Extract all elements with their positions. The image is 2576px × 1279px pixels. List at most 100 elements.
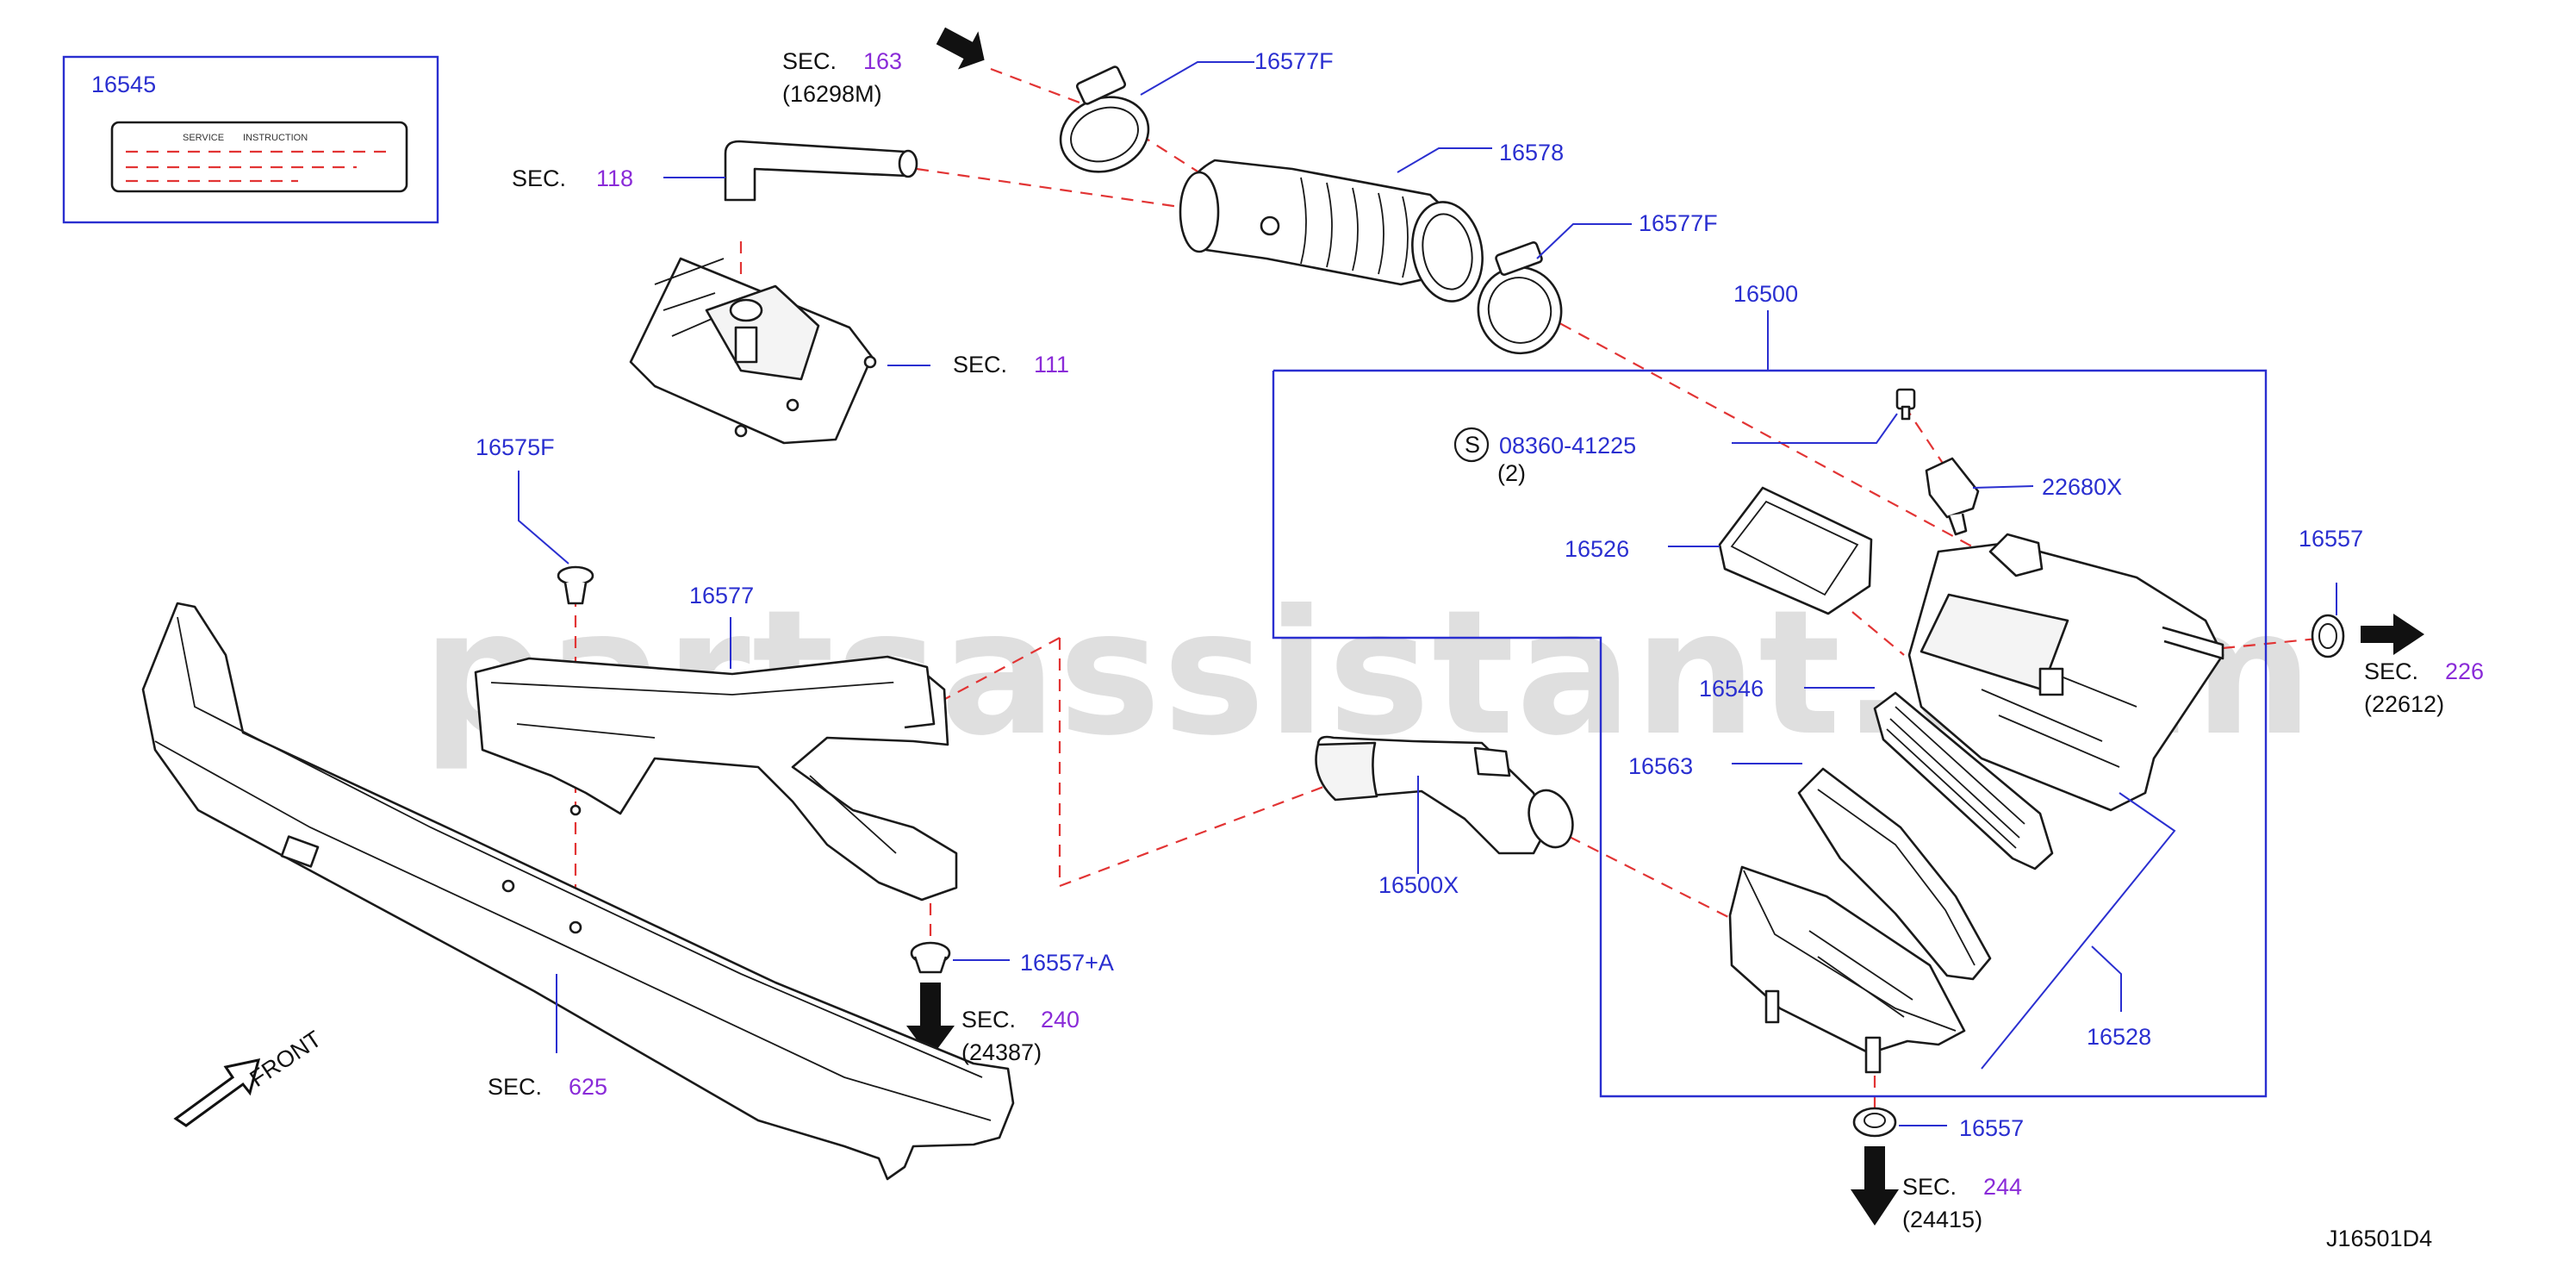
bracket-625[interactable] — [141, 602, 1015, 1181]
sec118-number[interactable]: 118 — [596, 165, 633, 191]
arrow-sec244 — [1851, 1146, 1899, 1226]
filter-pleats — [1886, 706, 2025, 849]
grommet-16557-bottom[interactable] — [1852, 1107, 1897, 1138]
sec226-sub: (22612) — [2364, 691, 2444, 717]
part-16563-label[interactable]: 16563 — [1628, 753, 1693, 779]
resonator-16577[interactable] — [474, 655, 958, 902]
filter-frame — [1873, 691, 2054, 870]
sensor-body — [1925, 457, 1980, 519]
part-16557-right-label[interactable]: 16557 — [2299, 526, 2363, 552]
part-16500X-label[interactable]: 16500X — [1378, 872, 1459, 898]
lower-box-mount-2 — [1864, 1036, 1882, 1074]
inlet-duct-16500X[interactable] — [1315, 735, 1581, 855]
hose-end — [898, 149, 918, 178]
assembly-frame — [1272, 369, 2268, 1098]
resonator-detail — [490, 680, 914, 854]
seal-16563[interactable] — [1797, 767, 1992, 981]
front-indicator: FRONT — [173, 1026, 326, 1127]
pcv-valve — [729, 298, 763, 322]
clamp2-ring — [1477, 265, 1563, 355]
part-16545-label[interactable]: 16545 — [91, 72, 156, 97]
diagram-code: J16501D4 — [2326, 1226, 2432, 1251]
sec163-number[interactable]: 163 — [863, 48, 902, 74]
clamp-16577F-top[interactable] — [1050, 66, 1159, 184]
part-16578-label[interactable]: 16578 — [1499, 140, 1564, 165]
hose-body — [724, 140, 908, 202]
leader-16528-b — [2091, 945, 2122, 1012]
sec226-number[interactable]: 226 — [2445, 658, 2484, 684]
part-16577F-second-label[interactable]: 16577F — [1639, 210, 1718, 236]
air-cleaner-cover[interactable] — [1907, 533, 2224, 812]
sec625-number[interactable]: 625 — [569, 1074, 607, 1100]
service-label-group: 16545 SERVICE INSTRUCTION — [62, 55, 439, 224]
dash-link-resonator — [930, 637, 1061, 708]
leader-16528-a — [1981, 792, 2176, 1070]
part-22680X-label[interactable]: 22680X — [2042, 474, 2122, 500]
arrow-sec240 — [906, 983, 955, 1058]
sec111-number[interactable]: 111 — [1034, 352, 1069, 377]
service-label-frame — [62, 55, 439, 224]
cover-ribs — [1981, 671, 2137, 768]
sec163-sub: (16298M) — [782, 81, 882, 107]
arrow-sec163 — [936, 27, 985, 70]
grommet-a-body — [913, 956, 948, 974]
air-cleaner-lower-16528[interactable] — [1728, 865, 1966, 1074]
sec244-sub: (24415) — [1902, 1207, 1982, 1232]
valve-cover-111[interactable] — [629, 257, 877, 445]
duct-16578[interactable] — [1179, 159, 1490, 307]
plate-16526[interactable] — [1718, 486, 1873, 615]
part-16575F-label[interactable]: 16575F — [476, 434, 555, 460]
arrow-sec226 — [2361, 614, 2424, 655]
part-16526-label[interactable]: 16526 — [1565, 536, 1629, 562]
leader-08360 — [1732, 413, 1898, 444]
filter-element-16546[interactable] — [1873, 691, 2054, 870]
screw-08360[interactable] — [1895, 388, 1916, 421]
sec111-prefix: SEC. — [953, 352, 1007, 377]
part-16577F-top-label[interactable]: 16577F — [1254, 48, 1334, 74]
part-08360-label[interactable]: 08360-41225 — [1499, 433, 1636, 459]
sec244-prefix: SEC. — [1902, 1174, 1957, 1200]
bracket-body — [141, 602, 1015, 1181]
leader-22680X — [1972, 485, 2034, 489]
part-16500-label[interactable]: 16500 — [1733, 281, 1798, 307]
sensor-tip — [1947, 513, 1968, 536]
dash-link-inlet — [1059, 777, 1345, 888]
dash-cover-grommet — [2222, 636, 2327, 650]
inlet-mouth — [1315, 741, 1378, 802]
dash-screw-sensor — [1903, 404, 1948, 471]
clip-16575F[interactable] — [557, 565, 594, 605]
leader-16577F-second — [1536, 223, 1632, 259]
grommet-16557-right[interactable] — [2311, 614, 2345, 658]
clamp-screw-housing — [1075, 66, 1127, 105]
sec244-number[interactable]: 244 — [1983, 1174, 2022, 1200]
sec240-number[interactable]: 240 — [1041, 1007, 1080, 1033]
bracket-hole-1 — [501, 879, 515, 893]
part-16546-label[interactable]: 16546 — [1699, 676, 1764, 702]
lower-box-body — [1728, 865, 1966, 1055]
resonator-hole — [569, 804, 582, 816]
part-16528-label[interactable]: 16528 — [2087, 1024, 2151, 1050]
leader-16578 — [1397, 147, 1492, 173]
grommet-r-outer — [2311, 614, 2345, 658]
clamp-16577F-second[interactable] — [1469, 241, 1571, 363]
cover-sensor-boss — [1988, 533, 2044, 577]
duct-outlet — [1411, 201, 1484, 303]
lower-box-ribs — [1808, 930, 1913, 1018]
bracket-hole-2 — [569, 920, 582, 934]
lower-box-mount-1 — [1764, 989, 1780, 1024]
grommet-16557A[interactable] — [910, 941, 951, 974]
part-16557A-label[interactable]: 16557+A — [1020, 950, 1114, 976]
cover-outlet — [2162, 626, 2224, 660]
part-16577-label[interactable]: 16577 — [689, 583, 754, 608]
part-16557-bottom-label[interactable]: 16557 — [1959, 1115, 2024, 1141]
s-symbol-circle — [1453, 427, 1490, 463]
inlet-tab — [1473, 746, 1511, 777]
clamp2-screw-housing — [1495, 241, 1543, 276]
leader-16577F-top — [1140, 61, 1254, 96]
seal-body — [1797, 767, 1992, 981]
hose-118[interactable] — [724, 140, 918, 202]
valve-cover-ribs — [654, 258, 725, 337]
cover-inlet — [1920, 593, 2069, 691]
sensor-22680X[interactable] — [1925, 457, 1980, 536]
